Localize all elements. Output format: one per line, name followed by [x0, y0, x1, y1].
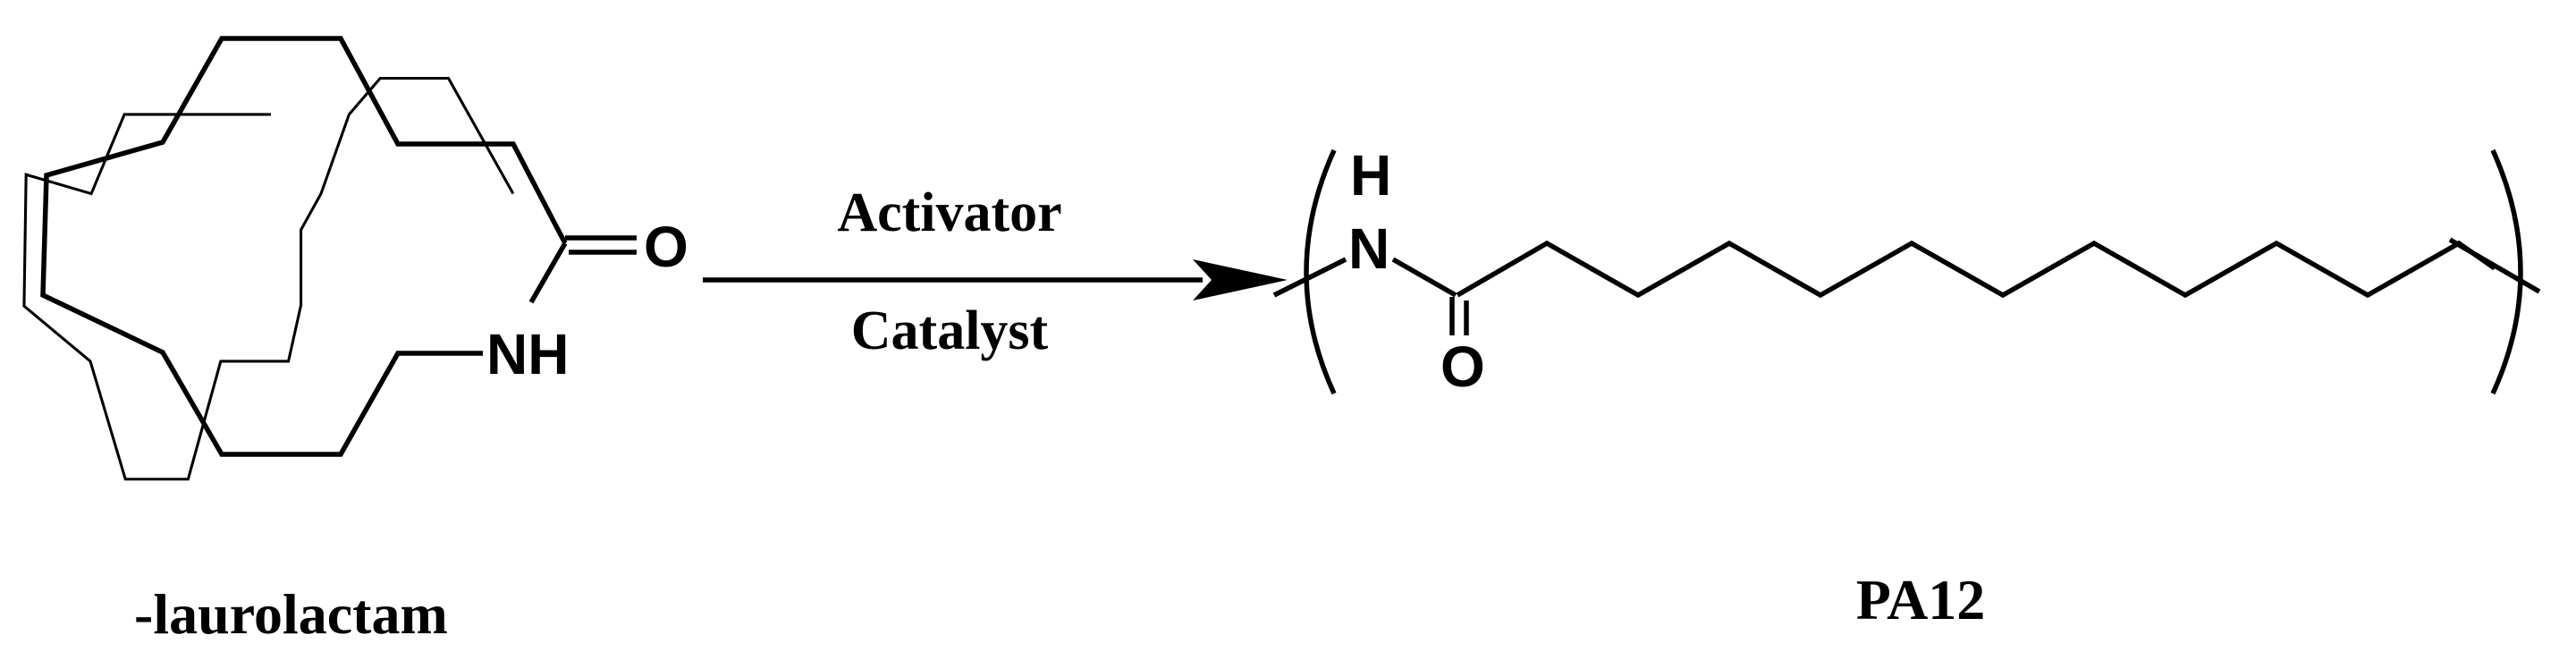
- atom-o-product: O: [1440, 334, 1485, 399]
- laurolactam-ring-bonds: [22, 76, 515, 481]
- right-bracket: [2490, 148, 2523, 395]
- arrow-head: [1193, 259, 1288, 301]
- methylene-chain: [1456, 240, 2496, 299]
- ring-bond-c-n: [528, 241, 568, 304]
- left-end-bond: [1272, 257, 1347, 298]
- atom-o-reactant: O: [644, 215, 688, 279]
- laurolactam-ring: O NH: [40, 36, 688, 457]
- reactant-name: -laurolactam: [134, 582, 448, 646]
- n-carbonyl-bond: [1391, 257, 1457, 298]
- reagent-catalyst: Catalyst: [851, 301, 1049, 361]
- product-name: PA12: [1856, 568, 1986, 631]
- atom-h-product: H: [1350, 143, 1391, 207]
- pa12-structure: H N O: [1272, 143, 2541, 399]
- atom-n-product: N: [1348, 216, 1389, 281]
- right-end-bond: [2448, 237, 2541, 294]
- left-bracket: [1304, 148, 1337, 395]
- ring-path: [40, 36, 568, 457]
- reagent-activator: Activator: [837, 182, 1061, 243]
- atom-nh-reactant: NH: [486, 322, 569, 386]
- laurolactam-structure: [22, 76, 515, 481]
- reaction-arrow: Activator Catalyst: [703, 182, 1288, 361]
